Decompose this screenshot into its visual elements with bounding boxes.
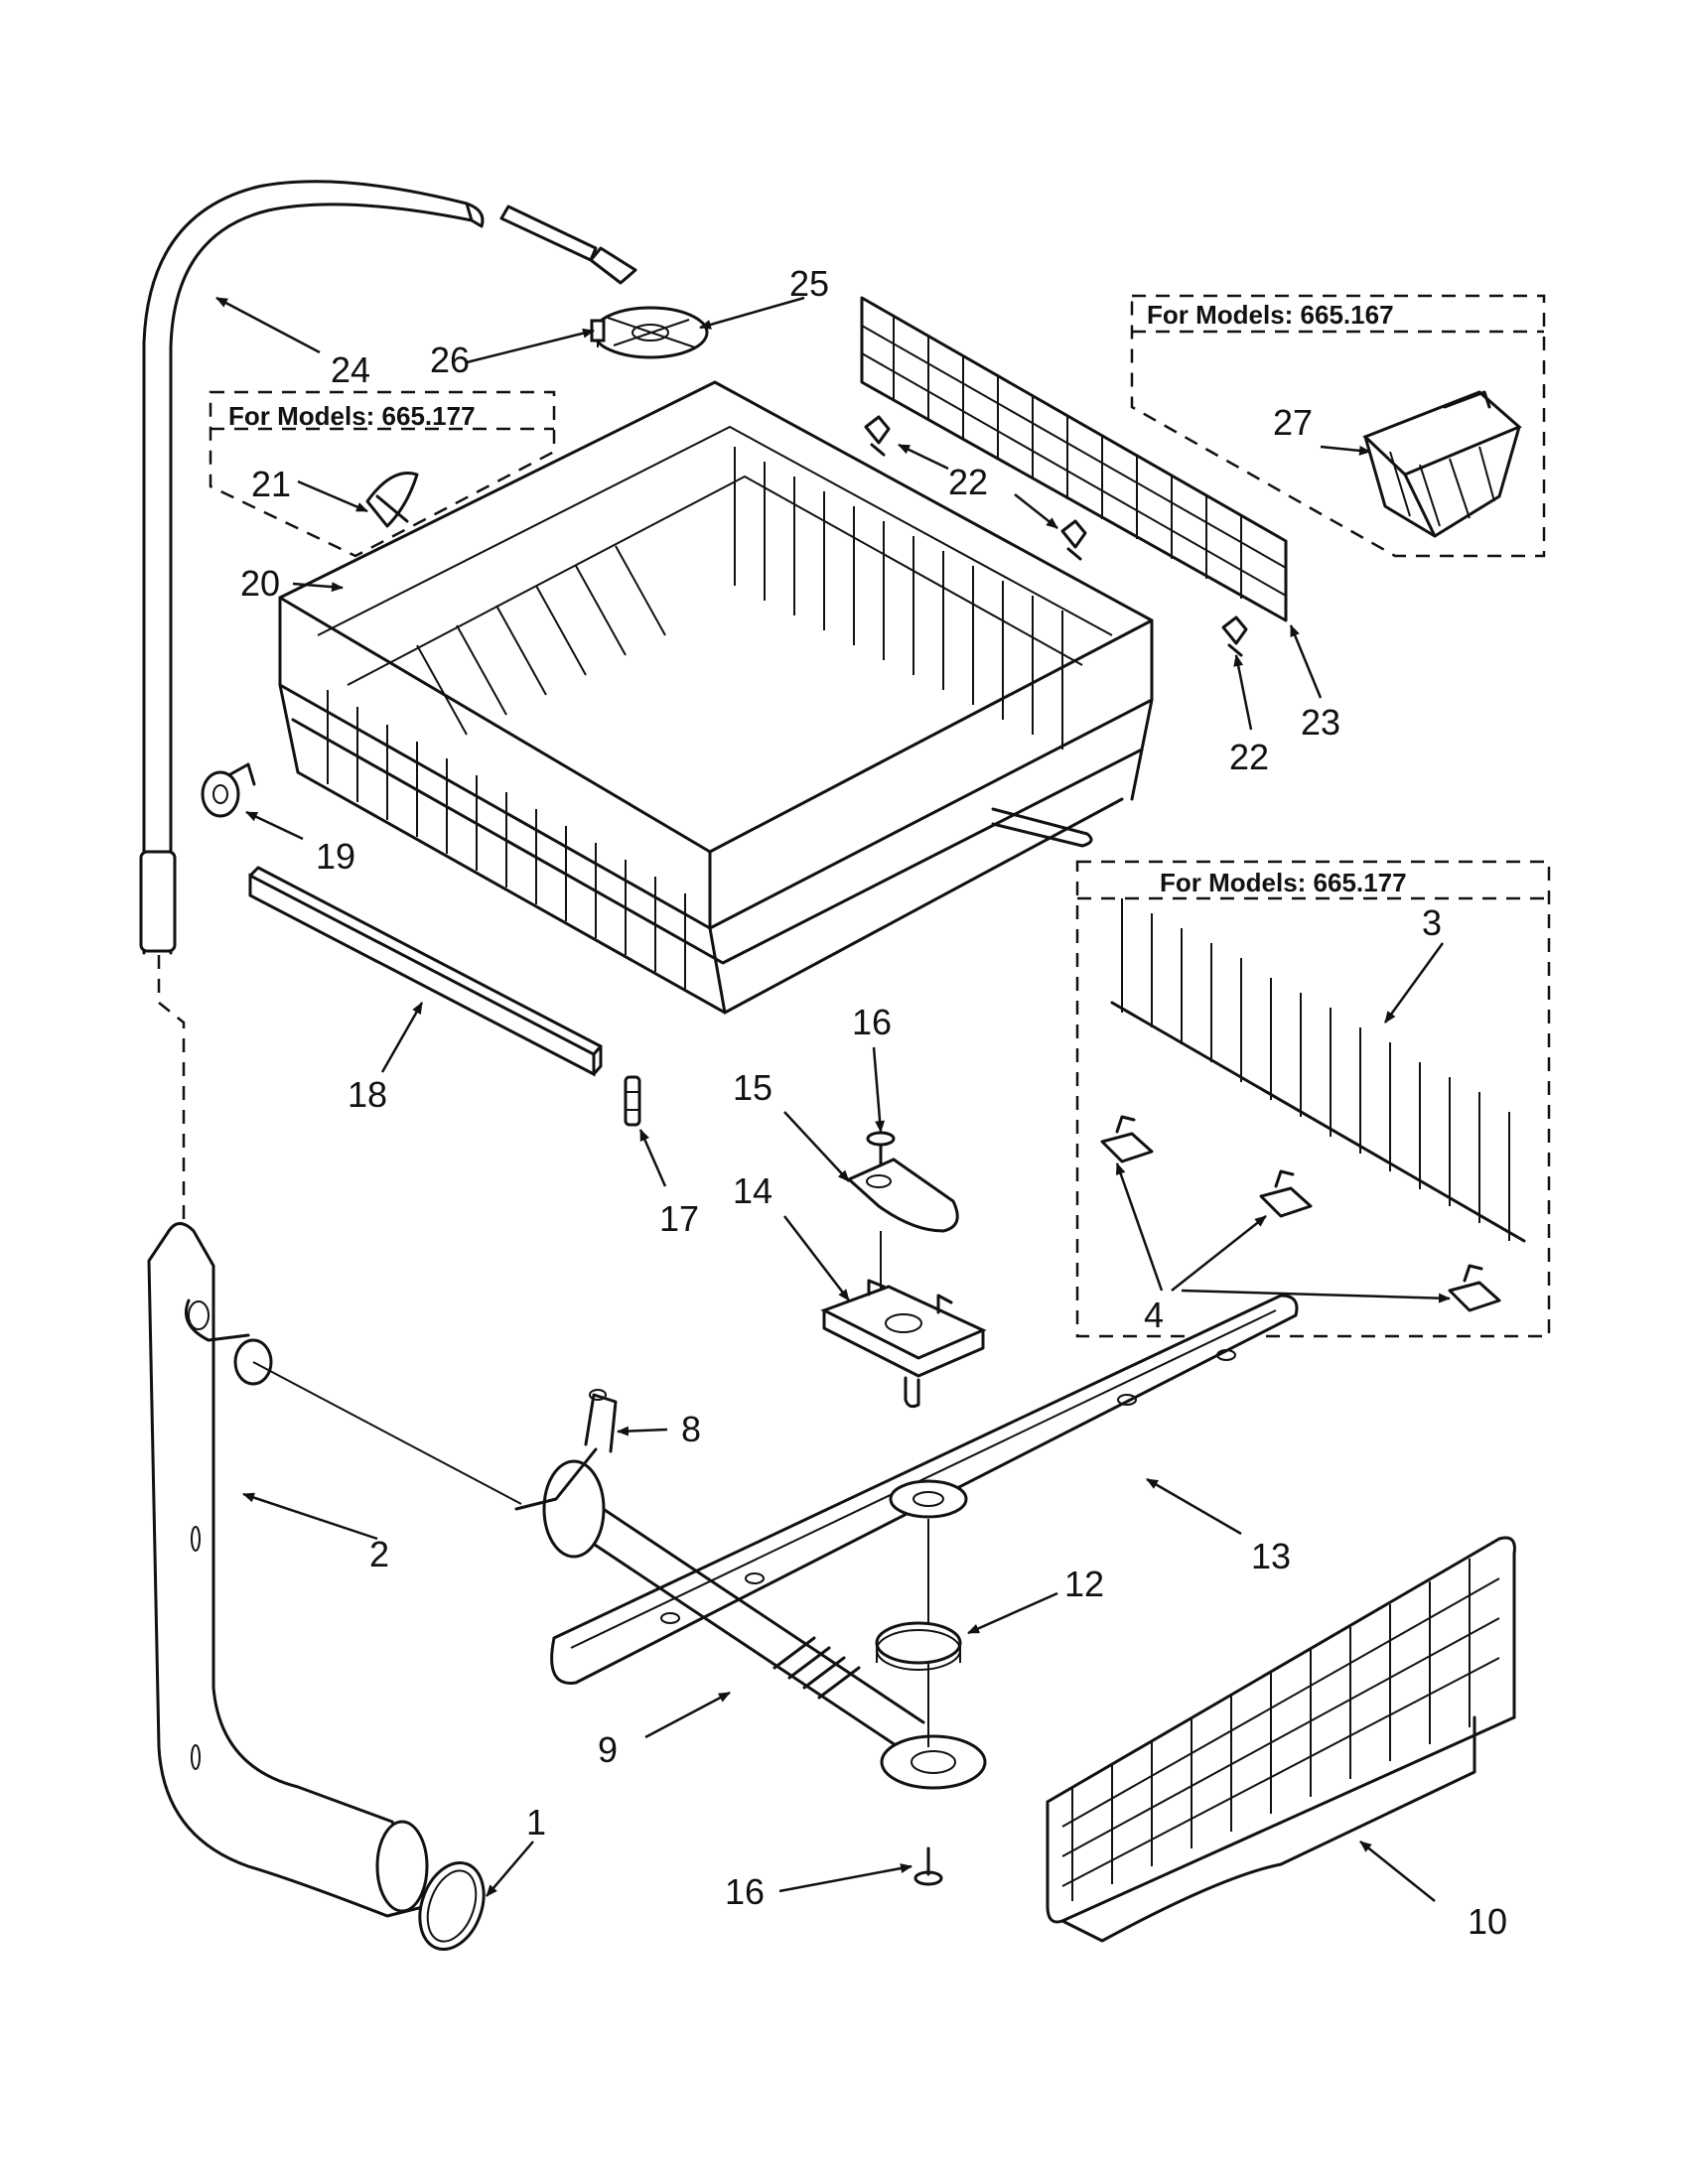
clip-21: [365, 472, 419, 528]
bracket-8: [514, 1389, 618, 1511]
model-box-label-665-177-top: For Models: 665.177: [228, 401, 476, 431]
callout-13: 13: [1251, 1536, 1291, 1576]
callout-25: 25: [789, 263, 829, 304]
model-box-label-665-177-right: For Models: 665.177: [1160, 868, 1407, 897]
callout-24: 24: [331, 349, 370, 390]
callout-9: 9: [598, 1729, 618, 1770]
callout-10: 10: [1468, 1901, 1507, 1942]
o-ring: [418, 1860, 486, 1952]
screw-top: [866, 1131, 896, 1165]
rack-track: [248, 866, 603, 1077]
supply-tube: [139, 180, 485, 955]
callout-3: 3: [1422, 902, 1442, 943]
spray-arm-bracket-15: [846, 1158, 959, 1291]
rack-roller: [201, 762, 256, 818]
track-end-cap: [624, 1075, 641, 1127]
model-box-665-177-top: For Models: 665.177: [209, 390, 556, 558]
callout-16-top: 16: [852, 1002, 892, 1042]
upper-rack: [278, 380, 1154, 1015]
mount-bracket-14: [820, 1279, 987, 1409]
callout-8: 8: [681, 1409, 701, 1449]
shelf-clip-a: [864, 415, 891, 457]
screw-bottom: [913, 1846, 943, 1886]
cup-shelf-grid: [860, 296, 1288, 622]
callout-12: 12: [1064, 1564, 1104, 1604]
nozzle-screw: [590, 319, 606, 347]
callout-21: 21: [251, 464, 291, 504]
feed-manifold: [147, 1222, 522, 1918]
shelf-clip-c: [1221, 615, 1248, 657]
callout-27: 27: [1273, 402, 1313, 443]
tine-clip-4b: [1259, 1169, 1313, 1218]
callout-18: 18: [348, 1074, 387, 1115]
silverware-basket-10: [1046, 1536, 1516, 1943]
callout-19: 19: [316, 836, 355, 877]
shelf-clip-b: [1060, 519, 1087, 561]
manifold-tube-9: [542, 1459, 987, 1790]
model-box-label-665-167: For Models: 665.167: [1147, 300, 1394, 330]
callout-22-b: 22: [1229, 737, 1269, 777]
callout-26: 26: [430, 340, 470, 380]
model-box-665-177-right: For Models: 665.177: [1075, 860, 1551, 1338]
tine-clip-4c: [1448, 1264, 1501, 1312]
tine-row-3: [1110, 898, 1526, 1243]
callout-15: 15: [733, 1067, 772, 1108]
seal-ring: [875, 1621, 962, 1671]
callout-14: 14: [733, 1170, 772, 1211]
tine-clip-4a: [1100, 1115, 1154, 1163]
callout-1: 1: [526, 1802, 546, 1843]
callout-16-bottom: 16: [725, 1871, 765, 1912]
silverware-basket-27: [1362, 390, 1522, 538]
model-box-665-167: For Models: 665.167: [1130, 294, 1546, 558]
callout-20: 20: [240, 563, 280, 604]
lower-spray-arm: [550, 1294, 1299, 1685]
tube-connection-line: [157, 955, 186, 1231]
callout-23: 23: [1301, 702, 1340, 743]
callout-4: 4: [1144, 1295, 1164, 1335]
callout-2: 2: [369, 1534, 389, 1574]
callout-17: 17: [659, 1198, 699, 1239]
callout-22-a: 22: [948, 462, 988, 502]
leader-lines: [215, 296, 1451, 1902]
